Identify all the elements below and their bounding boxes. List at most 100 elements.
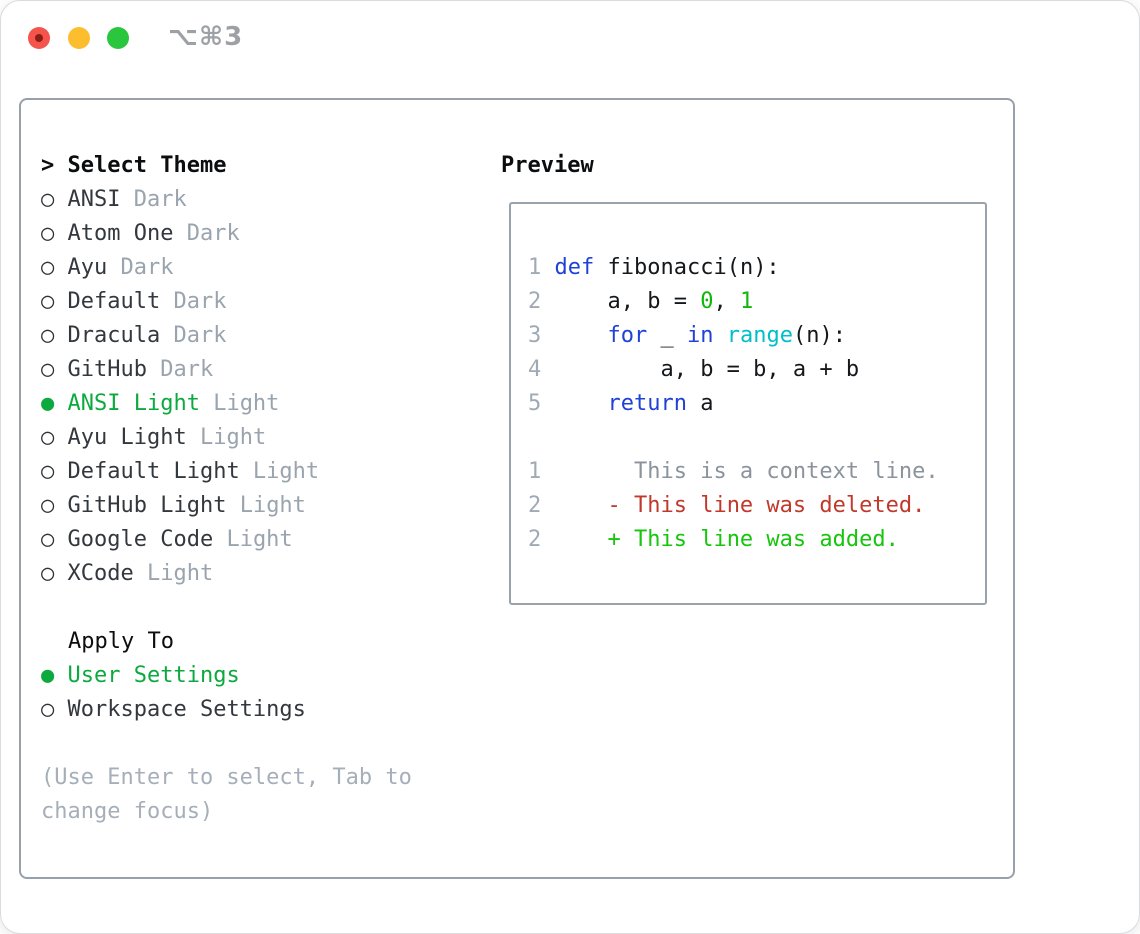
theme-name: Ayu Light xyxy=(67,425,187,450)
code-segment: return xyxy=(607,391,687,416)
theme-name: Dracula xyxy=(67,323,161,348)
radio-unselected-icon: ○ xyxy=(41,425,68,450)
theme-selector: > Select Theme○ ANSI Dark○ Atom One Dark… xyxy=(41,149,412,829)
minimize-button[interactable] xyxy=(68,27,90,49)
theme-name: GitHub xyxy=(67,357,147,382)
theme-variant: Dark xyxy=(107,255,174,280)
preview-code-line: 2 a, b = 0, 1 xyxy=(528,285,939,319)
line-number: 3 xyxy=(528,323,555,348)
help-text: (Use Enter to select, Tab to change focus… xyxy=(41,761,412,829)
theme-variant: Light xyxy=(133,561,214,586)
theme-item[interactable]: ○ Dracula Dark xyxy=(41,319,412,353)
select-theme-header: > Select Theme xyxy=(41,149,412,183)
theme-variant: Light xyxy=(226,493,306,518)
theme-name: Google Code xyxy=(67,527,214,552)
line-number: 2 xyxy=(528,289,555,314)
apply-to-option[interactable]: ● User Settings xyxy=(41,659,412,693)
code-segment: _ xyxy=(647,323,687,348)
main-panel: > Select Theme○ ANSI Dark○ Atom One Dark… xyxy=(19,98,1015,879)
close-button[interactable] xyxy=(28,27,50,49)
code-segment: a xyxy=(686,391,714,416)
theme-name: XCode xyxy=(67,561,134,586)
theme-variant: Light xyxy=(239,459,320,484)
theme-item[interactable]: ○ GitHub Light Light xyxy=(41,489,412,523)
spacer xyxy=(41,591,412,625)
theme-name: Atom One xyxy=(67,221,174,246)
radio-unselected-icon: ○ xyxy=(41,323,68,348)
radio-unselected-icon: ○ xyxy=(41,255,68,280)
code-segment: This is a context line. xyxy=(554,459,939,484)
code-segment: range xyxy=(726,323,793,348)
code-segment: 0 xyxy=(700,289,714,314)
preview-code-line: 1 def fibonacci(n): xyxy=(528,251,939,285)
line-number: 1 xyxy=(528,255,555,280)
theme-item[interactable]: ○ Default Dark xyxy=(41,285,412,319)
window-shortcut-label: ⌥⌘3 xyxy=(168,22,244,52)
code-segment xyxy=(555,391,608,416)
theme-item[interactable]: ○ Ayu Light Light xyxy=(41,421,412,455)
apply-to-header: Apply To xyxy=(68,629,174,654)
radio-unselected-icon: ○ xyxy=(41,221,68,246)
select-theme-title: Select Theme xyxy=(67,153,227,178)
radio-unselected-icon: ○ xyxy=(41,493,68,518)
radio-selected-icon: ● xyxy=(41,663,68,688)
theme-item[interactable]: ○ XCode Light xyxy=(41,557,412,591)
theme-name: Ayu xyxy=(67,255,108,280)
theme-variant: Dark xyxy=(160,289,227,314)
code-segment xyxy=(555,527,608,552)
theme-item[interactable]: ○ Default Light Light xyxy=(41,455,412,489)
code-segment: in xyxy=(686,323,714,348)
theme-variant: Light xyxy=(199,391,280,416)
close-dot-icon xyxy=(35,34,43,42)
code-segment: def xyxy=(554,255,595,280)
line-number: 5 xyxy=(528,391,555,416)
radio-unselected-icon: ○ xyxy=(41,187,68,212)
code-segment: (n): xyxy=(792,323,846,348)
preview-code-line: 3 for _ in range(n): xyxy=(528,319,939,353)
code-segment: - This line was deleted. xyxy=(607,493,926,518)
zoom-button[interactable] xyxy=(107,27,129,49)
preview-code-line: 5 return a xyxy=(528,387,939,421)
theme-item[interactable]: ○ Google Code Light xyxy=(41,523,412,557)
code-segment xyxy=(713,323,726,348)
line-number: 2 xyxy=(528,527,555,552)
spacer xyxy=(528,421,939,455)
help-line-text: change focus) xyxy=(41,799,214,824)
theme-item[interactable]: ○ Ayu Dark xyxy=(41,251,412,285)
code-segment xyxy=(555,493,608,518)
theme-item[interactable]: ○ GitHub Dark xyxy=(41,353,412,387)
code-segment: , xyxy=(713,289,740,314)
theme-item[interactable]: ○ ANSI Dark xyxy=(41,183,412,217)
preview-header: Preview xyxy=(501,153,594,178)
apply-to-list: ● User Settings○ Workspace Settings xyxy=(41,659,412,727)
line-number: 1 xyxy=(528,459,555,484)
help-line-text: (Use Enter to select, Tab to xyxy=(41,765,412,790)
line-number: 4 xyxy=(528,357,555,382)
theme-variant: Light xyxy=(186,425,267,450)
theme-name: ANSI Light xyxy=(67,391,200,416)
line-number: 2 xyxy=(528,493,555,518)
spacer xyxy=(41,727,412,761)
code-segment: a, b = b, a + b xyxy=(554,357,860,382)
apply-to-label: User Settings xyxy=(67,663,240,688)
theme-item[interactable]: ○ Atom One Dark xyxy=(41,217,412,251)
preview-diff-line: 2 + This line was added. xyxy=(528,523,939,557)
apply-to-option[interactable]: ○ Workspace Settings xyxy=(41,693,412,727)
radio-unselected-icon: ○ xyxy=(41,289,68,314)
code-segment: + This line was added. xyxy=(607,527,899,552)
theme-name: GitHub Light xyxy=(67,493,227,518)
theme-variant: Light xyxy=(213,527,293,552)
theme-variant: Dark xyxy=(160,323,227,348)
code-segment: fibonacci(n): xyxy=(594,255,780,280)
theme-item[interactable]: ● ANSI Light Light xyxy=(41,387,412,421)
window-titlebar: ⌥⌘3 xyxy=(1,1,1139,73)
apply-to-label: Workspace Settings xyxy=(67,697,306,722)
theme-variant: Dark xyxy=(146,357,214,382)
radio-unselected-icon: ○ xyxy=(41,459,68,484)
help-line: (Use Enter to select, Tab to xyxy=(41,761,412,795)
theme-name: Default xyxy=(67,289,161,314)
prompt-cursor-icon: > xyxy=(41,153,55,178)
radio-unselected-icon: ○ xyxy=(41,357,68,382)
